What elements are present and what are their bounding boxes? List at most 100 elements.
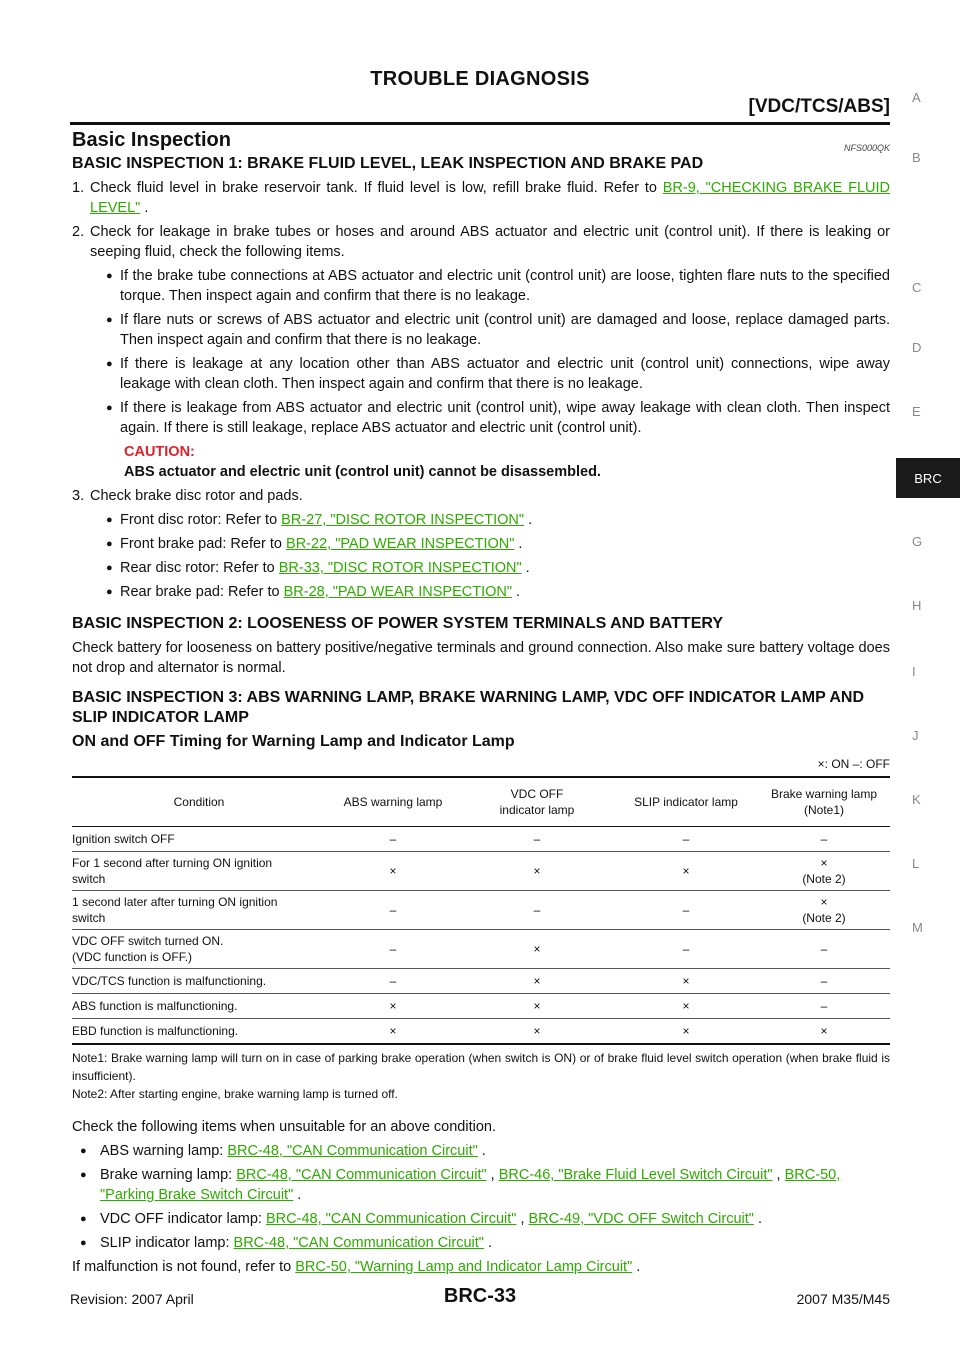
table-row: 1 second later after turning ON ignition… [72, 890, 890, 930]
link-br-22[interactable]: BR-22, "PAD WEAR INSPECTION" [286, 536, 515, 552]
caution-text: ABS actuator and electric unit (control … [124, 464, 601, 480]
table-cell-status: – [460, 826, 614, 852]
table-cell-status: × [758, 1018, 890, 1045]
table-cell-status: × [614, 993, 758, 1019]
side-tab-j[interactable]: J [912, 728, 919, 743]
table-cell-status: × [326, 851, 460, 891]
bullet-icon: ● [80, 1169, 87, 1181]
link-brc-49[interactable]: BRC-49, "VDC OFF Switch Circuit" [528, 1211, 754, 1227]
table-cell-condition: ABS function is malfunctioning. [72, 993, 326, 1019]
list-item: ●Front brake pad: Refer to BR-22, "PAD W… [106, 536, 523, 552]
table-cell-condition: Ignition switch OFF [72, 826, 326, 852]
caution-label: CAUTION: [124, 444, 195, 460]
table-cell-status: × [614, 1018, 758, 1045]
table-cell-status: – [326, 890, 460, 930]
inspection-1-title: BASIC INSPECTION 1: BRAKE FLUID LEVEL, L… [72, 155, 704, 172]
bullet-icon: ● [106, 562, 113, 574]
side-tab-c[interactable]: C [912, 280, 922, 295]
list-item: ●Rear brake pad: Refer to BR-28, "PAD WE… [106, 584, 521, 600]
table-cell-status: – [758, 968, 890, 994]
list-item: ●If there is leakage from ABS actuator a… [106, 400, 890, 436]
section-heading: Basic Inspection NFS000QK [72, 126, 890, 153]
link-brc-48[interactable]: BRC-48, "CAN Communication Circuit" [233, 1235, 484, 1251]
page-footer: Revision: 2007 April BRC-33 2007 M35/M45 [70, 1285, 890, 1309]
table-cell-status: × [326, 993, 460, 1019]
link-brc-50[interactable]: BRC-50, "Parking Brake Switch Circuit" [100, 1167, 841, 1203]
side-tab-a[interactable]: A [912, 90, 921, 105]
table-cell-status: × [460, 993, 614, 1019]
table-cell-status: × [326, 1018, 460, 1045]
table-cell-status: – [326, 826, 460, 852]
list-item: ●VDC OFF indicator lamp: BRC-48, "CAN Co… [80, 1211, 762, 1227]
step-text: Check for leakage in brake tubes or hose… [90, 224, 890, 260]
footer-revision: Revision: 2007 April [70, 1291, 194, 1307]
list-item: ●Front disc rotor: Refer to BR-27, "DISC… [106, 512, 533, 528]
table-cell-status: × [460, 929, 614, 969]
bullet-icon: ● [106, 270, 113, 282]
table-cell-status: – [758, 826, 890, 852]
main-content: Basic Inspection NFS000QK BASIC INSPECTI… [72, 126, 890, 1277]
side-tab-brc-active[interactable]: BRC [896, 458, 960, 498]
table-row: VDC OFF switch turned ON. (VDC function … [72, 929, 890, 969]
side-tab-e[interactable]: E [912, 404, 921, 419]
step-number: 3. [72, 488, 85, 504]
link-br-27[interactable]: BR-27, "DISC ROTOR INSPECTION" [281, 512, 525, 528]
col-header: ABS warning lamp [326, 776, 460, 827]
side-tab-d[interactable]: D [912, 340, 922, 355]
col-header: Condition [72, 776, 326, 827]
table-note-2: Note2: After starting engine, brake warn… [72, 1087, 398, 1101]
side-tab-b[interactable]: B [912, 150, 921, 165]
table-cell-status: – [758, 929, 890, 969]
bullet-icon: ● [80, 1213, 87, 1225]
section-title: Basic Inspection [72, 129, 231, 151]
side-tab-i[interactable]: I [912, 664, 916, 679]
link-brc-48[interactable]: BRC-48, "CAN Communication Circuit" [266, 1211, 517, 1227]
table-cell-condition: VDC OFF switch turned ON. (VDC function … [72, 929, 326, 969]
link-br-9[interactable]: BR-9, "CHECKING BRAKE FLUID LEVEL" [90, 180, 890, 216]
table-cell-status: × [460, 1018, 614, 1045]
link-brc-48[interactable]: BRC-48, "CAN Communication Circuit" [236, 1167, 487, 1183]
side-tab-g[interactable]: G [912, 534, 923, 549]
footer-model: 2007 M35/M45 [796, 1291, 890, 1307]
step-text: Check fluid level in brake reservoir tan… [90, 180, 890, 216]
step-number: 1. [72, 180, 85, 196]
table-cell-condition: 1 second later after turning ON ignition… [72, 890, 326, 930]
footer-page-number: BRC-33 [443, 1285, 517, 1307]
side-tab-m[interactable]: M [912, 920, 923, 935]
inspection-3-title: BASIC INSPECTION 3: ABS WARNING LAMP, BR… [72, 689, 865, 726]
side-tab-l[interactable]: L [912, 856, 920, 871]
table-cell-condition: EBD function is malfunctioning. [72, 1018, 326, 1045]
table-cell-status: – [614, 890, 758, 930]
bullet-icon: ● [106, 538, 113, 550]
table-cell-condition: VDC/TCS function is malfunctioning. [72, 968, 326, 994]
inspection-2-title: BASIC INSPECTION 2: LOOSENESS OF POWER S… [72, 615, 724, 632]
bullet-icon: ● [106, 314, 113, 326]
bullet-icon: ● [80, 1237, 87, 1249]
step-3: 3. Check brake disc rotor and pads. [72, 486, 890, 506]
col-header: SLIP indicator lamp [614, 776, 758, 827]
bullet-icon: ● [106, 402, 113, 414]
table-cell-status: – [614, 929, 758, 969]
page-header-subtitle: [VDC/TCS/ABS] [748, 96, 890, 117]
list-item: ●If the brake tube connections at ABS ac… [106, 268, 890, 304]
side-tab-h[interactable]: H [912, 598, 922, 613]
link-brc-46[interactable]: BRC-46, "Brake Fluid Level Switch Circui… [498, 1167, 773, 1183]
bullet-icon: ● [106, 586, 113, 598]
page-header-title: TROUBLE DIAGNOSIS [370, 68, 590, 90]
table-header-row: Condition ABS warning lamp VDC OFF indic… [72, 776, 890, 827]
link-br-28[interactable]: BR-28, "PAD WEAR INSPECTION" [283, 584, 512, 600]
final-instruction: If malfunction is not found, refer to BR… [72, 1259, 641, 1275]
link-brc-50-warning[interactable]: BRC-50, "Warning Lamp and Indicator Lamp… [295, 1259, 633, 1275]
step-2: 2. Check for leakage in brake tubes or h… [72, 222, 890, 262]
list-item: ●If there is leakage at any location oth… [106, 356, 890, 392]
list-item: ●Rear disc rotor: Refer to BR-33, "DISC … [106, 560, 530, 576]
link-br-33[interactable]: BR-33, "DISC ROTOR INSPECTION" [278, 560, 522, 576]
bullet-icon: ● [80, 1145, 87, 1157]
list-item: ●SLIP indicator lamp: BRC-48, "CAN Commu… [80, 1235, 493, 1251]
link-brc-48[interactable]: BRC-48, "CAN Communication Circuit" [227, 1143, 478, 1159]
table-cell-status: – [758, 993, 890, 1019]
list-item: ●Brake warning lamp: BRC-48, "CAN Commun… [80, 1167, 841, 1203]
list-item: ●If flare nuts or screws of ABS actuator… [106, 312, 890, 348]
side-tab-k[interactable]: K [912, 792, 921, 807]
table-cell-status: – [460, 890, 614, 930]
